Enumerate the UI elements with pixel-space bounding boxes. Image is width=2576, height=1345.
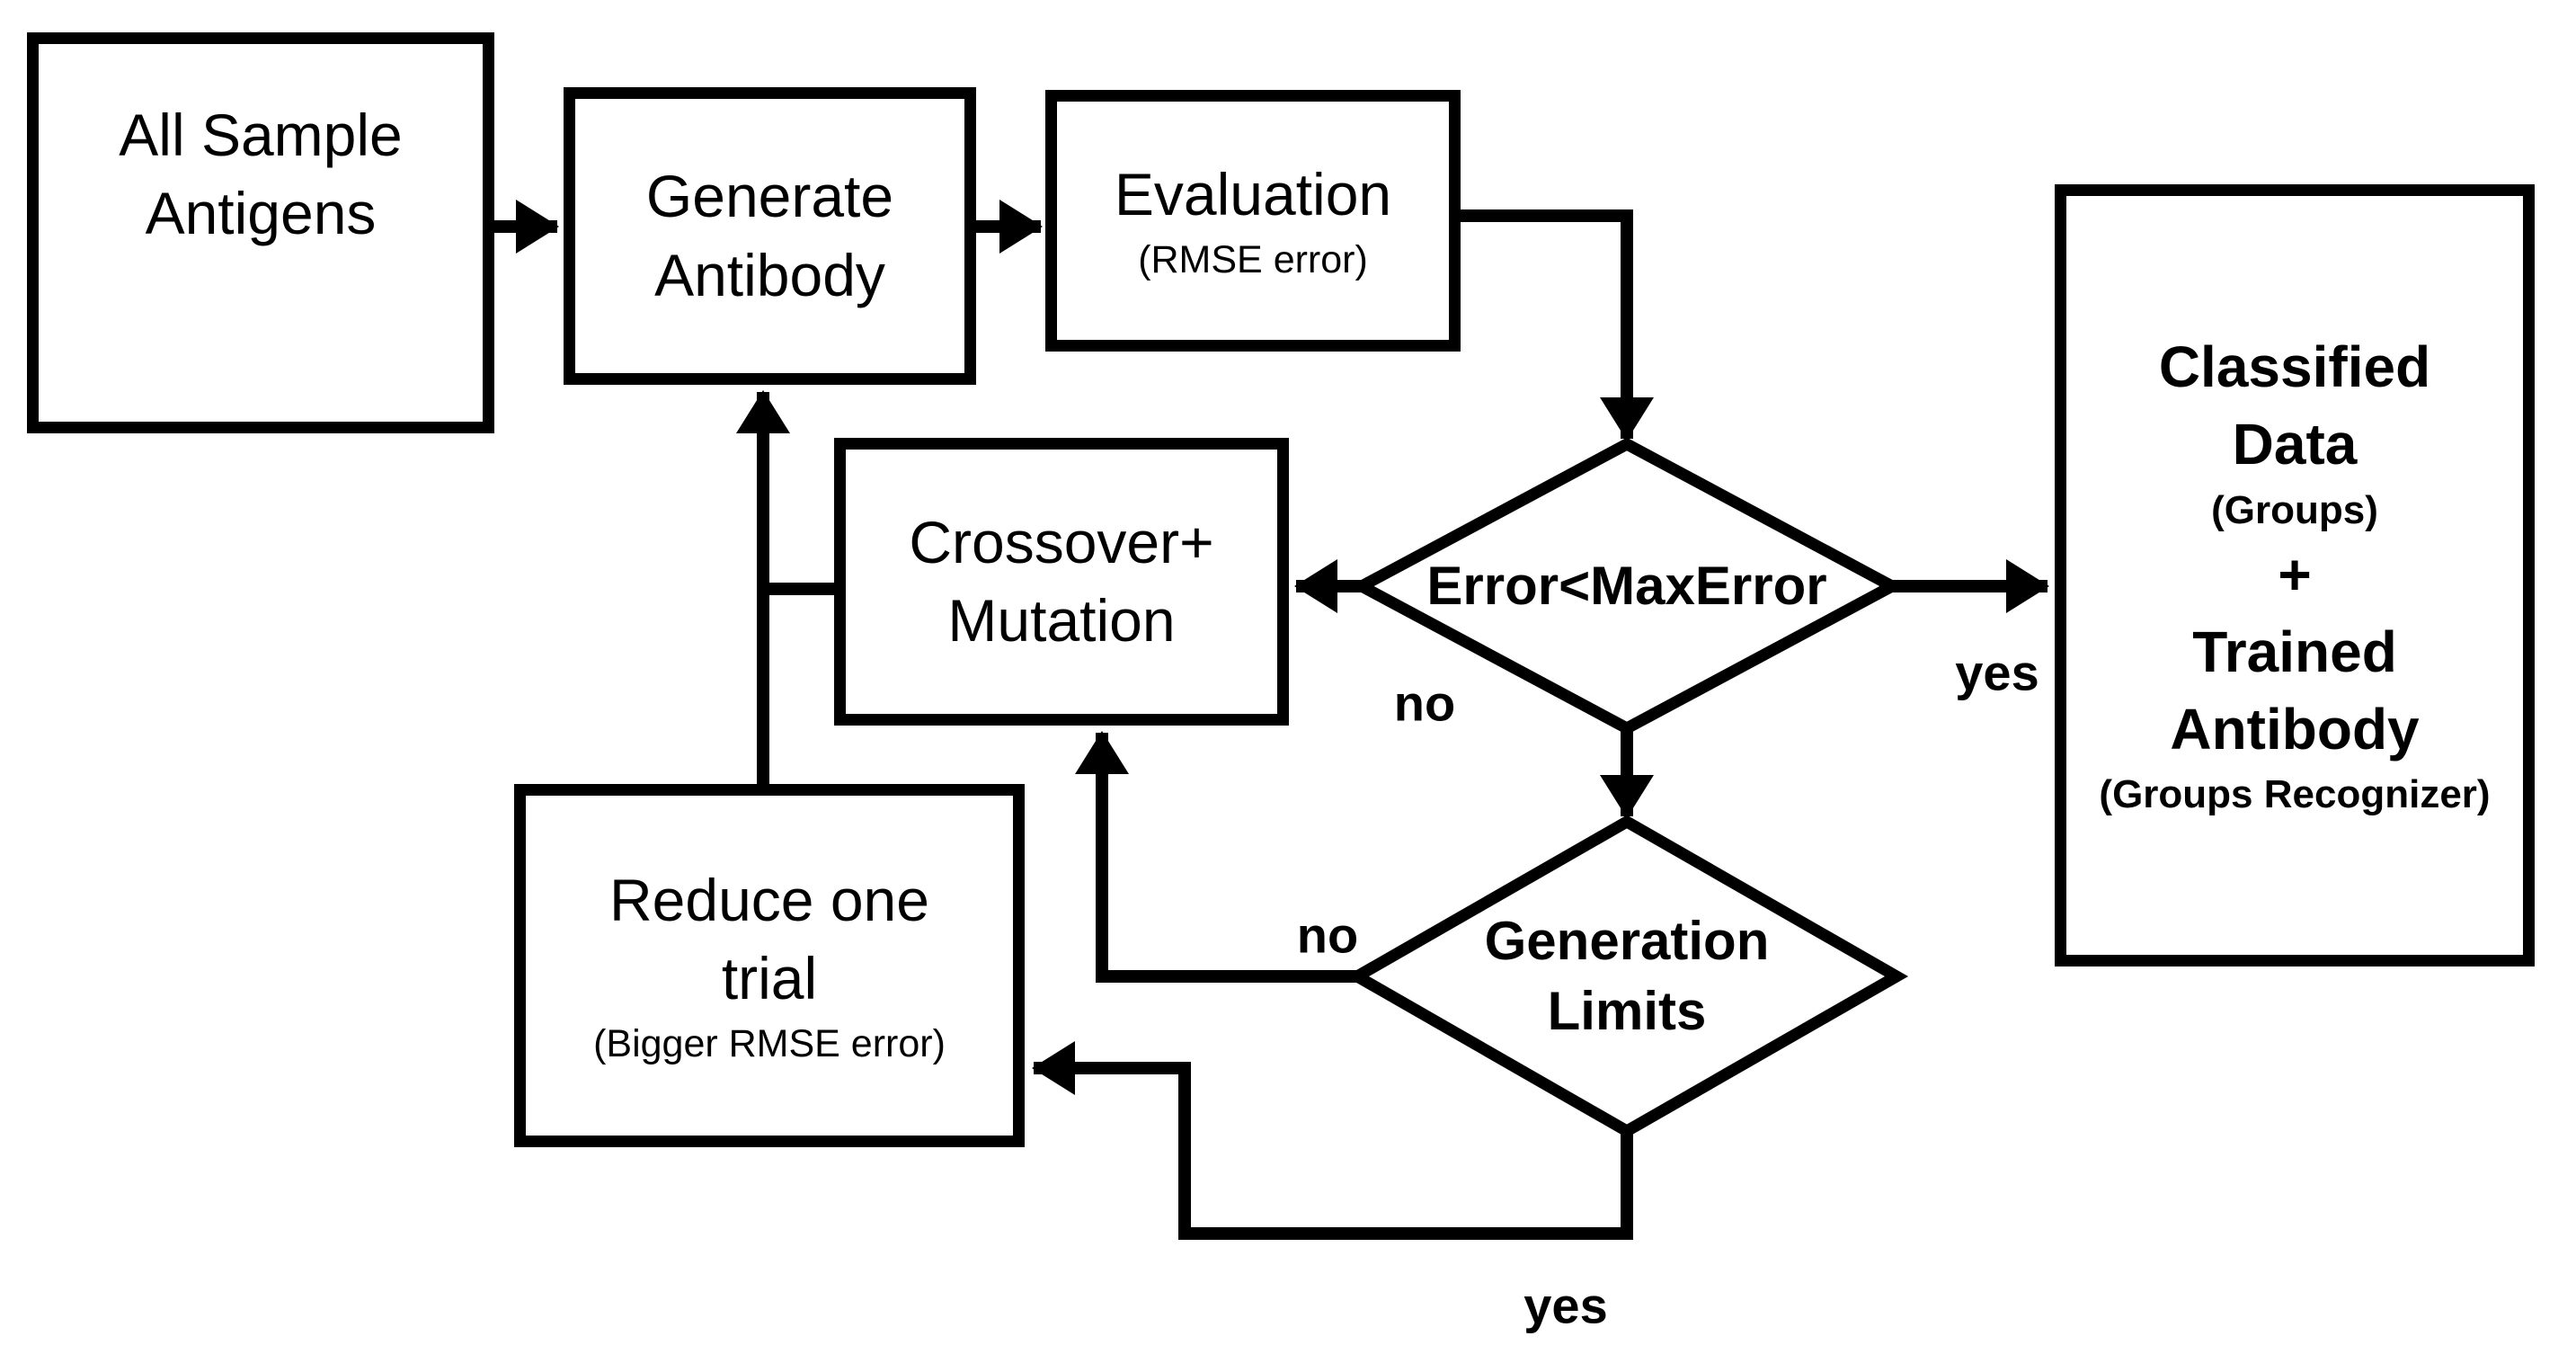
all-sample-antigens-label-line1: All Sample <box>119 101 403 168</box>
generation-limits-diamond <box>1345 815 1909 1138</box>
reduce-one-trial-subtitle: (Bigger RMSE error) <box>593 1022 946 1066</box>
arrow-evaluation-to-error-decision <box>1461 209 1654 441</box>
error-no-label: no <box>1393 674 1456 732</box>
evaluation-box: Evaluation (RMSE error) <box>1045 90 1461 352</box>
classified-data-label-antibody: Antibody <box>2170 696 2420 762</box>
classified-data-label-line2: Data <box>2232 411 2358 477</box>
reduce-one-trial-label-line1: Reduce one <box>609 866 929 933</box>
generate-antibody-label-line1: Generate <box>645 163 894 230</box>
classified-data-label-line1: Classified <box>2158 334 2431 400</box>
error-decision-diamond <box>1349 437 1905 735</box>
arrow-generation-yes-to-reduce <box>1032 1041 1633 1240</box>
arrow-generation-no-to-crossover <box>1075 731 1359 983</box>
generation-limits-label-line1: Generation <box>1484 911 1770 971</box>
reduce-one-trial-box: Reduce one trial (Bigger RMSE error) <box>514 784 1025 1147</box>
all-sample-antigens-box: All Sample Antigens <box>27 32 494 433</box>
classified-data-label-recognizer: (Groups Recognizer) <box>2099 772 2491 817</box>
generation-yes-label: yes <box>1523 1277 1608 1334</box>
evaluation-subtitle: (RMSE error) <box>1138 238 1368 282</box>
error-yes-label: yes <box>1955 644 2039 701</box>
classified-data-box: Classified Data (Groups) + Trained Antib… <box>2055 184 2535 966</box>
classified-data-plus-sign: + <box>2278 542 2312 608</box>
crossover-mutation-label-line1: Crossover+ <box>909 508 1214 575</box>
crossover-mutation-box: Crossover+ Mutation <box>834 438 1289 726</box>
all-sample-antigens-label-line2: Antigens <box>145 180 377 246</box>
generation-no-label: no <box>1296 906 1359 964</box>
generation-limits-label: Generation Limits <box>1485 906 1770 1047</box>
error-decision-label: Error<MaxError <box>1426 556 1827 616</box>
generation-limits-label-line2: Limits <box>1547 981 1707 1041</box>
crossover-mutation-label-line2: Mutation <box>947 587 1176 654</box>
classified-data-label-groups: (Groups) <box>2211 487 2378 532</box>
generate-antibody-label-line2: Antibody <box>654 241 885 308</box>
evaluation-title: Evaluation <box>1114 160 1392 227</box>
classified-data-label-trained: Trained <box>2192 619 2397 684</box>
generate-antibody-box: Generate Antibody <box>564 87 976 385</box>
reduce-one-trial-label-line2: trial <box>721 944 818 1011</box>
